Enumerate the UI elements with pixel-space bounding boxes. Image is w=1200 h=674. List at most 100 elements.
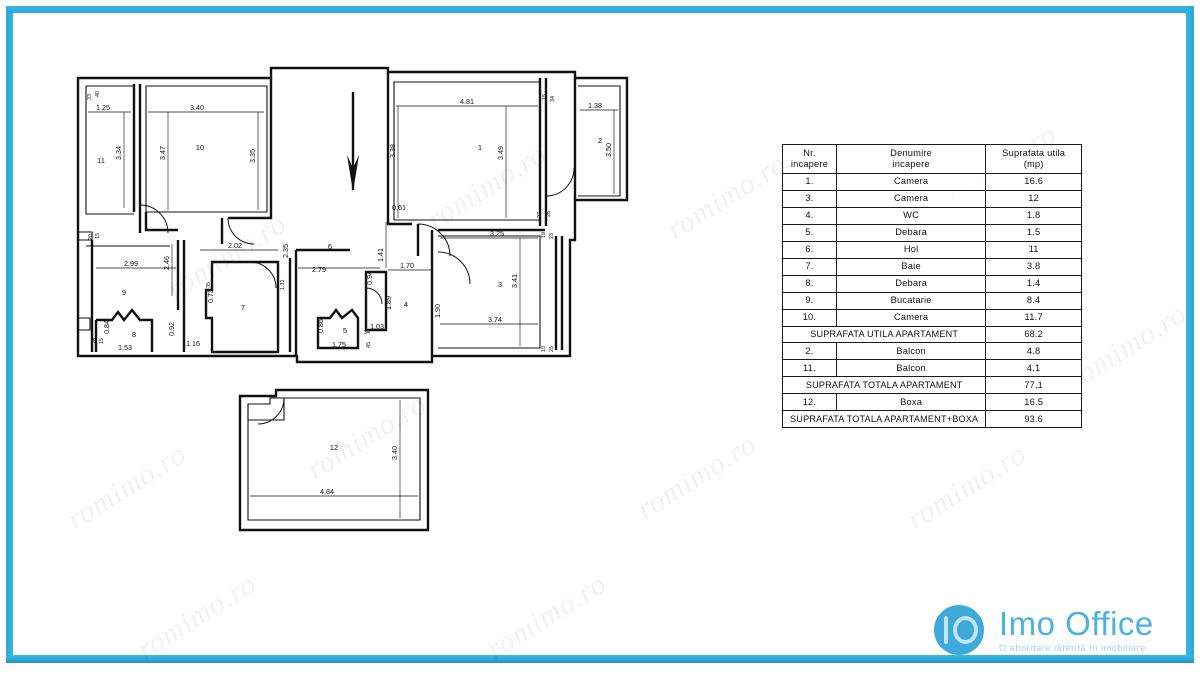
dim-room1-small-a: 15 (542, 94, 548, 100)
cell-area: 16.5 (985, 393, 1082, 411)
cell-nr: 7. (782, 257, 837, 276)
header-area: Suprafata utila (mp) (985, 144, 1082, 174)
dim-room10-width: 3.40 (190, 103, 204, 112)
cell-nr: 4. (782, 206, 837, 225)
apartment-outline (76, 66, 629, 364)
logo-tagline: O abordare diferită în imobiliare (999, 643, 1146, 653)
header-nr-line2: incapere (790, 158, 829, 169)
company-logo[interactable]: Imo Office O abordare diferită în imobil… (934, 605, 1154, 655)
room-5-storage: 5 1.75 0.86 34 45 (316, 308, 372, 350)
room-number-1: 1 (478, 143, 482, 152)
dim-room9-small-a: 20 (88, 234, 94, 240)
io-monogram-icon (934, 605, 990, 655)
dim-room12-height: 3.40 (390, 446, 399, 460)
cell-nr: 10. (782, 308, 837, 327)
cell-nr: 1. (782, 172, 837, 191)
dim-room8-right-h: 0.92 (167, 322, 176, 336)
dim-room3-left-h: 1.90 (433, 304, 442, 318)
dim-hall-vert: 1.41 (376, 248, 385, 262)
dim-room8-height: 0.84 (102, 320, 111, 334)
room-number-2: 2 (598, 136, 602, 145)
frame-border-left (6, 6, 13, 662)
dim-room7-small: 35 (206, 282, 212, 288)
dim-room8-width: 1.53 (118, 343, 132, 352)
room-number-4: 4 (404, 300, 408, 309)
frame-border-top (6, 6, 1194, 13)
header-nr-line1: Nr. (803, 148, 816, 158)
summary-area-totala: 77.1 (985, 376, 1082, 395)
cell-nr: 9. (782, 291, 837, 310)
room-number-5: 5 (343, 326, 347, 335)
cell-area: 8.4 (985, 291, 1082, 310)
cell-name: Camera (835, 308, 987, 327)
dim-room11-small-a: 33 (87, 94, 93, 100)
dim-room4-width: 1.03 (370, 322, 384, 331)
dim-room3-small-c: 10 (541, 346, 547, 352)
dim-room3-width-bottom: 3.74 (488, 315, 502, 324)
cell-name: Bucatarie (835, 291, 987, 310)
cell-area: 1.4 (985, 274, 1082, 293)
room-9-kitchen: 9 2.99 2.46 20 15 (86, 233, 186, 352)
dim-room6-height: 2.35 (281, 244, 290, 258)
frame-border-bottom (6, 655, 1194, 663)
summary-area-totala-boxa: 93.6 (985, 410, 1082, 428)
summary-label-utila: SUPRAFATA UTILA APARTAMENT (781, 325, 987, 344)
cell-nr: 11. (782, 359, 837, 378)
logo-text-block: Imo Office O abordare diferită în imobil… (999, 607, 1154, 653)
cell-nr: 2. (782, 342, 837, 361)
cell-nr: 5. (782, 223, 837, 242)
header-nr: Nr. incapere (782, 144, 837, 174)
room-number-3: 3 (498, 280, 502, 289)
cell-name: Debara (835, 274, 987, 293)
dim-room5-small-a: 34 (364, 330, 370, 336)
dim-room8-small-a: 28 (92, 338, 98, 344)
dim-room10-height-right: 3.35 (248, 149, 257, 163)
cell-name: Camera (835, 172, 987, 191)
summary-label-totala: SUPRAFATA TOTALA APARTAMENT (781, 376, 987, 395)
dim-room9-width: 2.99 (124, 259, 138, 268)
room-number-6: 6 (328, 242, 332, 251)
dim-room9-height: 2.46 (162, 256, 171, 270)
dim-room5-height: 0.86 (316, 319, 325, 333)
header-name: Denumire incapere (835, 144, 987, 174)
header-name-line1: Denumire (890, 148, 933, 158)
room-number-7: 7 (241, 303, 245, 312)
dim-room1-door-gap: 0.61 (392, 203, 406, 212)
dim-room1-small-b: 34 (550, 96, 556, 102)
dim-room8-right-w: 1.16 (186, 339, 200, 348)
room-8-pantry: 8 1.53 0.84 28 15 0.92 1.16 (92, 308, 200, 352)
room-1-living: 1 4.81 3.38 3.49 15 34 0.61 27 26 (386, 72, 556, 257)
dim-room11-small-b: 40 (95, 91, 101, 97)
dim-room9-small-b: 15 (95, 233, 101, 239)
summary-area-utila: 68.2 (985, 325, 1082, 344)
cell-area: 1.8 (985, 206, 1082, 225)
room-2-balcony: 2 1.38 3.50 (545, 78, 621, 200)
room-number-12: 12 (330, 443, 338, 452)
cell-nr: 8. (782, 274, 837, 293)
dim-room1-side-small-b: 26 (546, 211, 552, 217)
summary-label-totala-boxa: SUPRAFATA TOTALA APARTAMENT+BOXA (781, 410, 987, 428)
cell-area: 16.6 (985, 172, 1082, 191)
cell-area: 11 (985, 240, 1082, 259)
room-number-10: 10 (196, 143, 204, 152)
room-3-bedroom: 3 3.25 3.74 3.41 1.90 19 23 10 25 (430, 228, 564, 356)
dim-room1-height-right: 3.49 (496, 146, 505, 160)
dim-wc-small-vert: 0.94 (365, 271, 374, 285)
room-number-8: 8 (132, 330, 136, 339)
cell-nr: 12. (782, 393, 837, 411)
dim-room5-small-b: 45 (366, 342, 372, 348)
dim-room3-small-b: 23 (549, 233, 555, 239)
dim-room3-width-top: 3.25 (490, 229, 504, 238)
dim-room1-height-left: 3.38 (388, 144, 397, 158)
